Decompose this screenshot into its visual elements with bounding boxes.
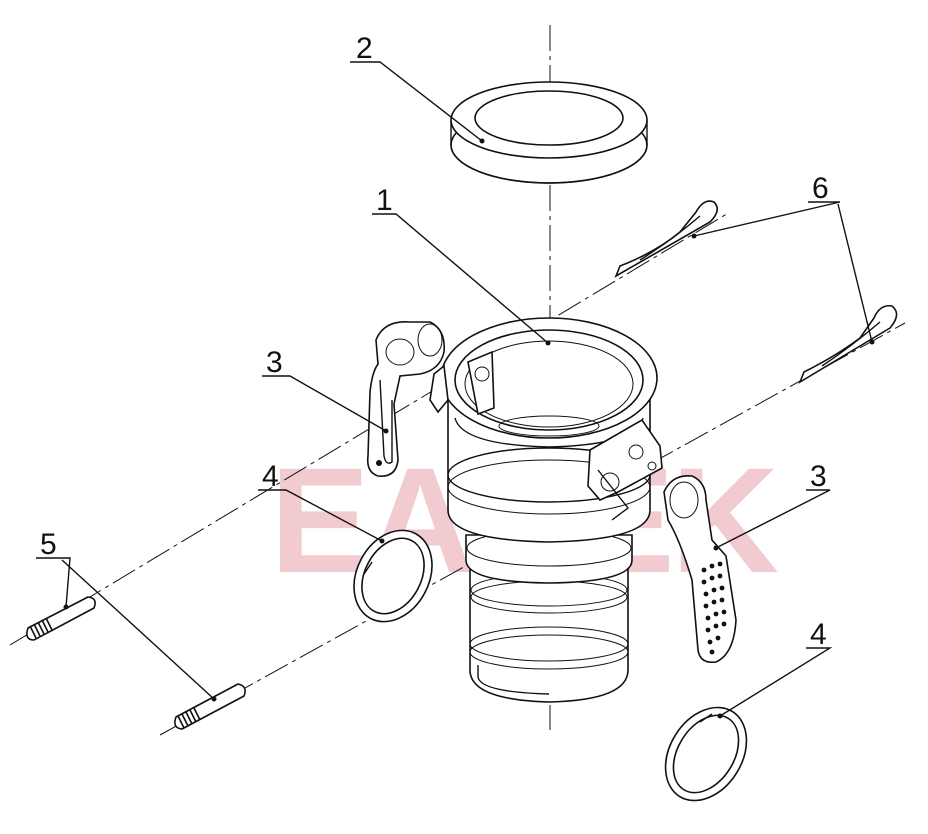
grip-holes xyxy=(701,561,727,655)
label-6: 6 xyxy=(812,172,829,205)
split-ring-left xyxy=(353,529,433,623)
split-ring-right xyxy=(664,706,748,802)
label-4-left: 4 xyxy=(262,460,279,493)
spring-clip-lower xyxy=(798,304,898,384)
spring-clip-upper xyxy=(614,200,718,278)
label-3-right: 3 xyxy=(810,460,827,493)
pin-upper xyxy=(26,596,96,641)
label-5: 5 xyxy=(40,528,57,561)
label-3-left: 3 xyxy=(266,346,283,379)
label-1: 1 xyxy=(376,184,393,217)
cam-lever-right xyxy=(663,475,737,664)
callout-labels: 2 1 3 4 5 3 4 6 xyxy=(40,32,829,651)
pin-lower xyxy=(174,683,246,730)
label-4-right: 4 xyxy=(810,618,827,651)
coupler-body xyxy=(429,317,663,703)
gasket-ring xyxy=(450,81,648,184)
cam-lever-left xyxy=(366,321,446,477)
leader-lines xyxy=(36,61,873,717)
label-2: 2 xyxy=(356,32,373,65)
